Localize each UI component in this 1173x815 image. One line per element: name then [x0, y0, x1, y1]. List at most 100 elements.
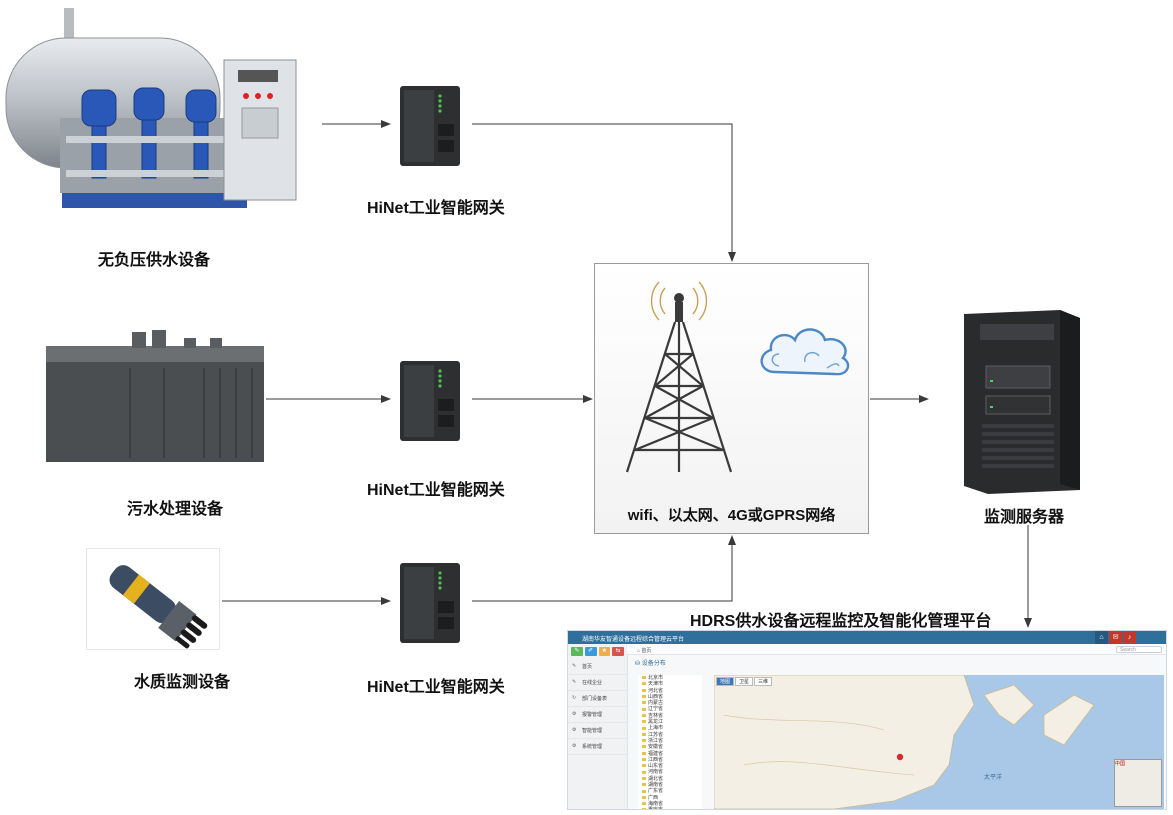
folder-icon — [642, 695, 646, 699]
tree-item[interactable]: 北京市 — [638, 675, 702, 681]
folder-icon — [642, 726, 646, 730]
platform-header: 湖南华友智通设备远程综合管理云平台 ⌂ ✉ ♪ — [568, 631, 1166, 644]
tree-item[interactable]: 安徽省 — [638, 744, 702, 750]
folder-icon — [642, 745, 646, 749]
sidebar-item-label: 智能管理 — [582, 728, 603, 734]
folder-icon — [642, 783, 646, 787]
tree-item[interactable]: 黑龙江 — [638, 719, 702, 725]
platform-screenshot: 湖南华友智通设备远程综合管理云平台 ⌂ ✉ ♪ ✎ ✐ ★ ⇆ ✎ 首页 ✎ 在线企… — [567, 630, 1167, 810]
edit-icon: ✎ — [572, 663, 577, 669]
sidebar-item-label: 首页 — [582, 664, 593, 670]
folder-icon — [642, 802, 646, 806]
sidebar-item-label: 报警管理 — [582, 712, 603, 718]
sidebar-item-smart[interactable]: ⚙ 智能管理 — [568, 723, 627, 739]
device-location-marker — [896, 753, 904, 761]
network-label: wifi、以太网、4G或GPRS网络 — [627, 507, 836, 524]
cell-tower-icon — [625, 281, 733, 473]
gateway-label: HiNet工业智能网关 — [367, 679, 505, 696]
map-tab[interactable]: 三维 — [754, 677, 773, 686]
gateway-device-image — [400, 361, 460, 441]
tree-item[interactable]: 山西省 — [638, 694, 702, 700]
gear-icon: ⚙ — [572, 711, 577, 717]
bell-icon[interactable]: ♪ — [1123, 631, 1136, 644]
network-box: wifi、以太网、4G或GPRS网络 — [594, 263, 869, 534]
folder-icon — [642, 770, 646, 774]
tree-item[interactable]: 河北省 — [638, 688, 702, 694]
edit-icon: ✎ — [572, 679, 577, 685]
quick-star-button[interactable]: ★ — [598, 647, 611, 656]
folder-icon — [642, 776, 646, 780]
gear-icon: ⚙ — [572, 727, 577, 733]
tree-item[interactable]: 广东省 — [638, 788, 702, 794]
breadcrumb-home[interactable]: 首页 — [641, 648, 652, 654]
folder-icon — [642, 701, 646, 705]
section-title: ⛁ 设备分布 — [635, 661, 666, 667]
folder-icon — [642, 707, 646, 711]
map-tab[interactable]: 地图 — [716, 677, 735, 686]
folder-icon — [642, 676, 646, 680]
arrow-gateway1-to-network — [472, 123, 736, 262]
platform-caption: HDRS供水设备远程监控及智能化管理平台 — [690, 613, 992, 630]
folder-icon — [642, 764, 646, 768]
device-label-sewage: 污水处理设备 — [127, 501, 224, 518]
quick-share-button[interactable]: ⇆ — [612, 647, 624, 656]
tree-item[interactable]: 上海市 — [638, 725, 702, 731]
folder-icon — [642, 751, 646, 755]
folder-icon — [642, 758, 646, 762]
sewage-treatment-equipment-image — [46, 330, 264, 462]
tree-item[interactable]: 海南省 — [638, 801, 702, 807]
search-input[interactable]: Search — [1116, 646, 1162, 653]
tree-item[interactable]: 江西省 — [638, 757, 702, 763]
tree-item[interactable]: 湖南省 — [638, 782, 702, 788]
tree-item[interactable]: 天津市 — [638, 681, 702, 687]
platform-main: ⌂ 首页 Search ⛁ 设备分布 — [627, 644, 1166, 809]
home-icon: ⌂ — [637, 648, 642, 654]
sidebar-item-devices[interactable]: ↻ 部门设备表 — [568, 691, 627, 707]
sidebar-item-home[interactable]: ✎ 首页 — [568, 659, 627, 675]
gateway-label: HiNet工业智能网关 — [367, 482, 505, 499]
sidebar-item-alarm[interactable]: ⚙ 报警管理 — [568, 707, 627, 723]
breadcrumb: ⌂ 首页 — [627, 644, 1166, 655]
sea-label: 太平洋 — [984, 773, 1002, 781]
gateway-device-image — [400, 86, 460, 166]
tree-item[interactable]: 福建省 — [638, 751, 702, 757]
sidebar-item-label: 部门设备表 — [582, 696, 608, 702]
tree-item[interactable]: 内蒙古 — [638, 700, 702, 706]
region-tree: 北京市天津市河北省山西省内蒙古辽宁省吉林省黑龙江上海市江苏省浙江省安徽省福建省江… — [638, 675, 702, 809]
gear-icon: ⚙ — [572, 743, 577, 749]
water-quality-probe-image — [86, 548, 220, 650]
folder-icon — [642, 682, 646, 686]
refresh-icon: ↻ — [572, 695, 577, 701]
cloud-icon — [760, 328, 850, 376]
home-icon[interactable]: ⌂ — [1095, 631, 1108, 644]
sidebar-item-label: 在线企业 — [582, 680, 603, 686]
map-tab[interactable]: 卫星 — [735, 677, 754, 686]
water-supply-equipment-image — [5, 8, 297, 208]
folder-icon — [642, 688, 646, 692]
sidebar-item-label: 系统管理 — [582, 744, 603, 750]
sidebar-item-online[interactable]: ✎ 在线企业 — [568, 675, 627, 691]
tree-item[interactable]: 江苏省 — [638, 732, 702, 738]
map-inset: 中国 — [1114, 759, 1162, 807]
quick-pencil-button[interactable]: ✐ — [584, 647, 597, 656]
tree-item[interactable]: 辽宁省 — [638, 706, 702, 712]
gateway-label: HiNet工业智能网关 — [367, 200, 505, 217]
server-icon — [964, 310, 1080, 494]
quick-edit-button[interactable]: ✎ — [571, 647, 583, 656]
folder-icon — [642, 720, 646, 724]
folder-icon — [642, 795, 646, 799]
tree-item[interactable]: 重庆市 — [638, 807, 702, 809]
gateway-device-image — [400, 563, 460, 643]
sidebar-item-system[interactable]: ⚙ 系统管理 — [568, 739, 627, 755]
tree-item[interactable]: 山东省 — [638, 763, 702, 769]
map-type-tabs: 地图 卫星 三维 — [716, 677, 773, 686]
map-view[interactable]: 地图 卫星 三维 太平洋 中国 — [714, 675, 1164, 809]
alert-icon[interactable]: ✉ — [1109, 631, 1122, 644]
tree-item[interactable]: 河南省 — [638, 769, 702, 775]
tree-item[interactable]: 浙江省 — [638, 738, 702, 744]
tree-item[interactable]: 广西 — [638, 795, 702, 801]
platform-app-title: 湖南华友智通设备远程综合管理云平台 — [582, 637, 685, 643]
tree-item[interactable]: 吉林省 — [638, 713, 702, 719]
tree-item[interactable]: 湖北省 — [638, 776, 702, 782]
